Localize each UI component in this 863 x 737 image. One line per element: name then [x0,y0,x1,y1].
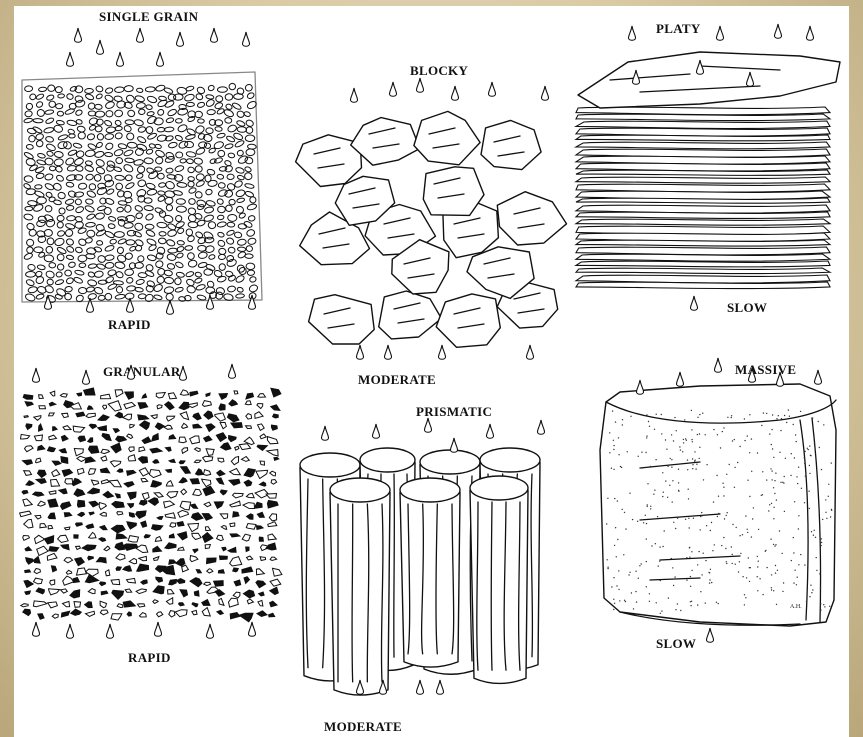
water-drop-icon [180,366,187,380]
water-drop-icon [373,424,380,438]
water-drop-icon [417,680,424,694]
water-drop-icon [777,372,784,386]
water-drop-icon [97,40,104,54]
water-drop-icon [211,28,218,42]
water-drop-icon [33,368,40,382]
water-drop-icon [75,28,82,42]
water-drop-icon [487,424,494,438]
water-drop-icon [45,295,52,309]
water-drop-icon [749,368,756,382]
water-drop-icon [155,622,162,636]
water-drop-icon [629,26,636,40]
water-drop-icon [117,52,124,66]
water-drop-icon [67,52,74,66]
water-drop-icon [229,364,236,378]
water-drop-icon [538,420,545,434]
water-drop-icon [243,32,250,46]
water-drop-icon [637,380,644,394]
water-drop-icon [137,28,144,42]
water-drop-icon [425,418,432,432]
water-drop-icon [542,86,549,100]
water-drop-icon [167,300,174,314]
water-drop-icon [717,26,724,40]
water-drop-icon [351,88,358,102]
water-drop-icon [807,26,814,40]
water-drop-icon [33,622,40,636]
water-drop-icon [489,82,496,96]
water-drop-icon [633,70,640,84]
water-drop-icon [128,365,135,379]
water-drop-icon [357,345,364,359]
water-drop-icon [452,86,459,100]
water-drop-icon [157,52,164,66]
water-drop-icon [527,345,534,359]
water-drop-icon [417,78,424,92]
water-drop-icon [677,372,684,386]
water-drop-icon [83,370,90,384]
water-drop-icon [715,358,722,372]
water-drop-icon [380,680,387,694]
water-drop-icon [775,24,782,38]
water-drop-icon [322,426,329,440]
water-drop-icon [107,624,114,638]
water-drop-icon [697,60,704,74]
water-drop-icon [87,298,94,312]
water-drop-icon [815,370,822,384]
water-drop-icon [747,72,754,86]
water-drop-icon [385,345,392,359]
water-drop-icon [357,680,364,694]
water-drop-icon [437,680,444,694]
water-drop-icon [691,296,698,310]
water-drop-icon [249,295,256,309]
water-drop-icon [207,624,214,638]
water-drop-icon [390,82,397,96]
water-drop-icon [451,438,458,452]
water-drop-icon [707,628,714,642]
water-drop-icon [177,32,184,46]
water-drop-icon [127,298,134,312]
water-drop-icon [207,295,214,309]
water-drop-icon [67,624,74,638]
water-drop-icon [439,345,446,359]
water-drop-icon [249,622,256,636]
